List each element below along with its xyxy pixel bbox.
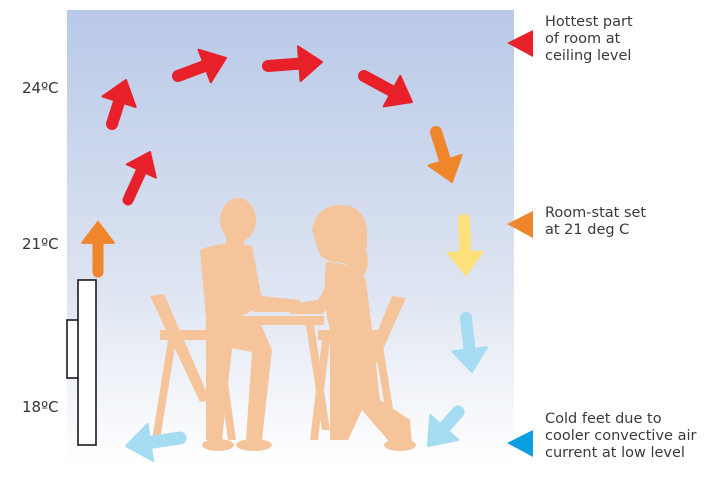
convection-arrow-shaft-9 [466,318,470,351]
temperature-label-top: 24ºC [22,79,59,97]
callout-room-stat: Room-stat set at 21 deg C [545,205,646,239]
convection-arrow-shaft-5 [268,64,301,66]
callout-cold-feet: Cold feet due to cooler convective air c… [545,411,696,462]
convection-arrow-shaft-3 [112,100,120,124]
temperature-label-bottom: 18ºC [22,398,59,416]
room-background [67,10,514,465]
callout-hottest-ceiling: Hottest part of room at ceiling level [545,14,633,65]
convection-arrow-shaft-11 [148,438,180,443]
temperature-label-middle: 21ºC [22,235,59,253]
convection-arrow-shaft-8 [464,220,465,254]
